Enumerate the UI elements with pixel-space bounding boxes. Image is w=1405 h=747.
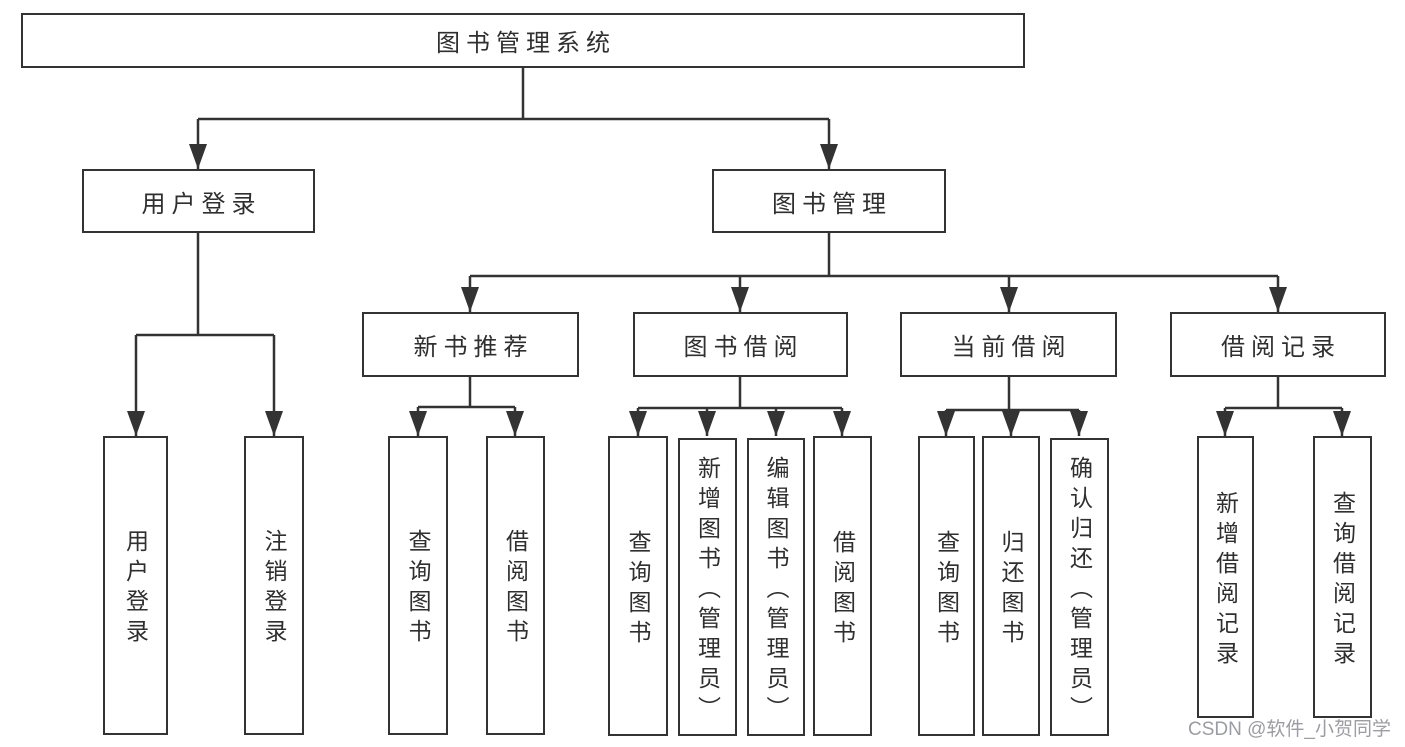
node-root: 图书管理系统 <box>21 13 1025 68</box>
node-current-borrow-label: 当前借阅 <box>951 334 1072 361</box>
leaf-return-book-label: 归还图书 <box>998 529 1024 650</box>
node-book-management-label: 图书管理 <box>772 190 892 218</box>
leaf-logout-label: 注销登录 <box>261 529 287 649</box>
node-book-borrow: 图书借阅 <box>633 312 848 377</box>
node-book-management: 图书管理 <box>712 169 946 233</box>
leaf-confirm-return-admin: 确认归还（管理员） <box>1050 438 1109 736</box>
leaf-confirm-return-admin-label: 确认归还（管理员） <box>1066 455 1093 726</box>
leaf-return-book: 归还图书 <box>982 436 1040 736</box>
leaf-query-book-recommend: 查询图书 <box>388 436 448 735</box>
leaf-query-borrow-record: 查询借阅记录 <box>1313 436 1372 718</box>
leaf-add-borrow-record: 新增借阅记录 <box>1197 436 1254 718</box>
leaf-borrow-book-recommend-label: 借阅图书 <box>502 529 529 649</box>
node-current-borrow: 当前借阅 <box>900 312 1117 377</box>
leaf-borrow-book-borrow-label: 借阅图书 <box>829 529 856 650</box>
node-borrow-record: 借阅记录 <box>1170 312 1386 377</box>
csdn-watermark: CSDN @软件_小贺同学 <box>1188 719 1391 740</box>
leaf-user-login-label: 用户登录 <box>122 529 149 649</box>
arrowheads <box>127 144 1351 436</box>
leaf-user-login: 用户登录 <box>103 436 168 735</box>
node-root-label: 图书管理系统 <box>436 30 616 57</box>
leaf-borrow-book-recommend: 借阅图书 <box>486 436 545 735</box>
leaf-query-book-recommend-label: 查询图书 <box>405 529 431 649</box>
leaf-query-book-current-label: 查询图书 <box>933 529 960 650</box>
leaf-query-borrow-record-label: 查询借阅记录 <box>1329 490 1356 671</box>
leaf-query-book-borrow-label: 查询图书 <box>625 529 651 650</box>
node-book-borrow-label: 图书借阅 <box>683 334 804 361</box>
leaf-add-book-admin: 新增图书（管理员） <box>678 438 737 736</box>
leaf-borrow-book-borrow: 借阅图书 <box>813 436 872 736</box>
connector-paths <box>134 68 1344 436</box>
node-new-book-recommend-label: 新书推荐 <box>413 334 534 361</box>
node-user-login: 用户登录 <box>82 169 315 233</box>
leaf-query-book-current: 查询图书 <box>918 436 975 736</box>
leaf-add-book-admin-label: 新增图书（管理员） <box>694 455 721 726</box>
node-user-login-label: 用户登录 <box>141 190 262 218</box>
node-new-book-recommend: 新书推荐 <box>362 312 579 377</box>
leaf-query-book-borrow: 查询图书 <box>608 436 668 736</box>
node-borrow-record-label: 借阅记录 <box>1221 334 1341 361</box>
leaf-edit-book-admin-label: 编辑图书（管理员） <box>763 455 789 726</box>
leaf-logout: 注销登录 <box>244 436 304 735</box>
leaf-add-borrow-record-label: 新增借阅记录 <box>1212 490 1239 671</box>
leaf-edit-book-admin: 编辑图书（管理员） <box>747 438 805 736</box>
